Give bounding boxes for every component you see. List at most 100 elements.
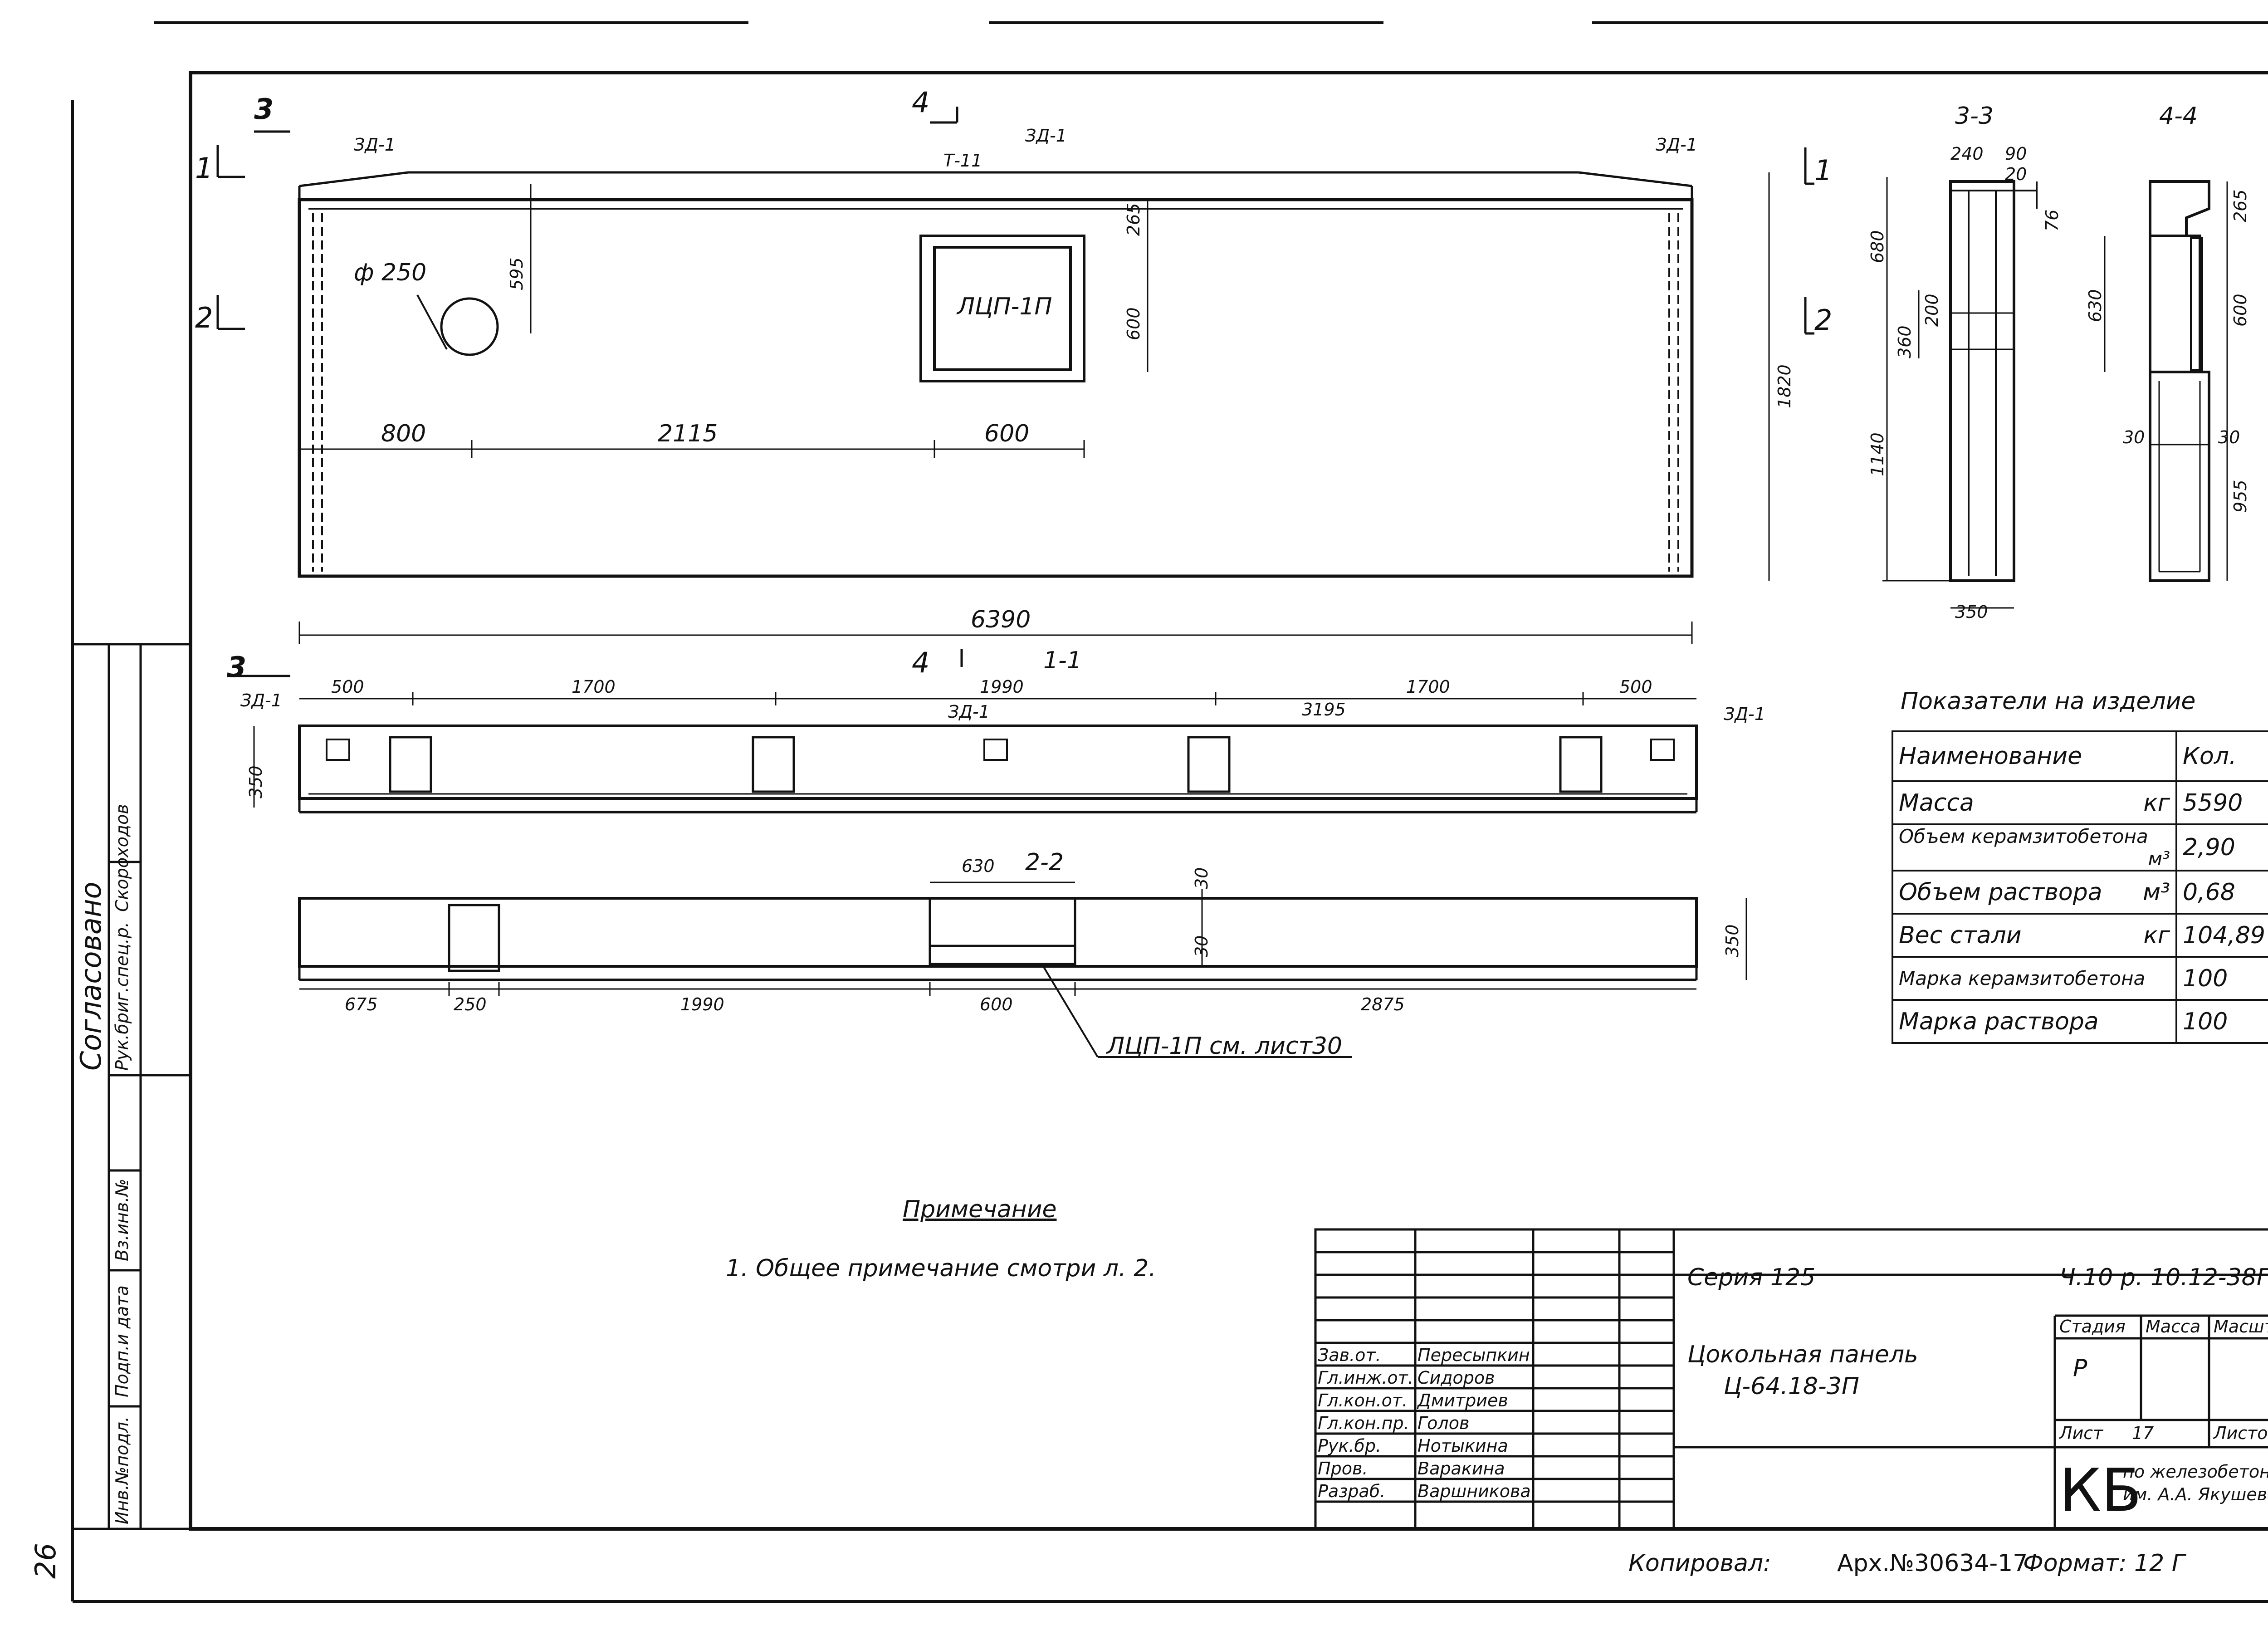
tag-zd1-right: ЗД-1 xyxy=(1656,135,1697,155)
copied-label: Копировал: xyxy=(1628,1550,1771,1577)
signer-role: Рук.бр. xyxy=(1318,1436,1382,1456)
section-2-2-dim-30-bottom: 30 xyxy=(1192,935,1212,957)
signer-name: Варшникова xyxy=(1418,1481,1531,1501)
section-mark-3: 3 xyxy=(254,93,274,126)
section-2-2-dim-250: 250 xyxy=(454,994,487,1014)
stage-value: Р xyxy=(2073,1355,2087,1382)
col-qty-header: Кол. xyxy=(2175,730,2268,782)
section-1-1-dim-1990: 1990 xyxy=(980,677,1024,697)
hole-diameter-label: ф 250 xyxy=(354,259,427,286)
approval-role: Рук.бриг.спец.р. xyxy=(112,922,132,1071)
signer-name: Пересыпкин xyxy=(1418,1345,1530,1365)
signer-name: Сидоров xyxy=(1418,1368,1495,1388)
section-1-1-dim-3195: 3195 xyxy=(1302,700,1346,720)
dim-265: 265 xyxy=(1124,203,1144,236)
sheets-label: Листов xyxy=(2214,1423,2268,1443)
signer-role: Пров. xyxy=(1318,1459,1368,1479)
table-row: Марка керамзитобетона 100 xyxy=(1891,956,2268,1001)
dim-1820: 1820 xyxy=(1774,364,1794,408)
opening-label: ЛЦП-1П xyxy=(957,293,1052,320)
stamp-exchange-inv: Вз.инв.№ xyxy=(112,1179,132,1261)
section-2-2-dim-1990: 1990 xyxy=(680,994,724,1014)
tag-zd1-mid: ЗД-1 xyxy=(1025,126,1067,146)
section-4-4-dim-955: 955 xyxy=(2230,480,2250,513)
signer-role: Гл.инж.от. xyxy=(1318,1368,1413,1388)
stage-header: Стадия xyxy=(2059,1317,2126,1337)
section-4-4-dim-30-right: 30 xyxy=(2218,427,2240,447)
product-name: Цокольная панель xyxy=(1687,1341,1918,1368)
signer-name: Нотыкина xyxy=(1418,1436,1508,1456)
row-value: 5590 xyxy=(2175,780,2268,825)
signer-role: Разраб. xyxy=(1318,1481,1386,1501)
section-2-2-dim-675: 675 xyxy=(345,994,378,1014)
section-mark-2-right: 2 xyxy=(1814,304,1833,337)
table-header-row: Наименование Кол. xyxy=(1891,730,2268,782)
section-mark-2-left: 2 xyxy=(195,301,213,334)
dim-595: 595 xyxy=(507,257,527,290)
stamp-inv-number: Инв.№подл. xyxy=(112,1416,132,1524)
section-4-4-dim-265: 265 xyxy=(2230,189,2250,222)
section-2-2-callout: ЛЦП-1П см. лист30 xyxy=(1107,1033,1343,1060)
tag-zd1-left: ЗД-1 xyxy=(354,135,396,155)
dim-6390: 6390 xyxy=(971,606,1031,633)
approval-name: Скороходов xyxy=(112,804,132,912)
product-mark: Ц-64.18-3П xyxy=(1724,1373,1859,1400)
org-logo: КБ xyxy=(2059,1456,2142,1525)
tag-t11: Т-11 xyxy=(943,151,982,171)
section-4-4-title: 4-4 xyxy=(2159,103,2198,130)
scale-header: Масшт. xyxy=(2214,1317,2268,1337)
section-2-2-dim-600: 600 xyxy=(980,994,1013,1014)
dim-600-vertical: 600 xyxy=(1124,307,1144,340)
section-2-2-dim-630: 630 xyxy=(962,856,995,876)
sheet-label: Лист xyxy=(2059,1423,2103,1443)
row-value: 104,89 xyxy=(2175,913,2268,958)
section-mark-3-plan: 3 xyxy=(227,651,247,684)
row-name: Марка раствора xyxy=(1891,999,2178,1044)
section-3-3-dim-20: 20 xyxy=(2005,164,2027,184)
note-title: Примечание xyxy=(903,1196,1057,1223)
signer-role: Гл.кон.пр. xyxy=(1318,1413,1409,1433)
section-3-3-dim-360: 360 xyxy=(1895,325,1915,358)
dim-800: 800 xyxy=(381,420,426,447)
section-1-1-tag-left: ЗД-1 xyxy=(240,690,282,710)
series-label: Серия 125 xyxy=(1687,1264,1816,1291)
section-2-2-dim-350: 350 xyxy=(1722,924,1742,957)
section-1-1-tag-mid: ЗД-1 xyxy=(948,702,990,722)
dim-600-horizontal: 600 xyxy=(984,420,1030,447)
section-mark-1-left: 1 xyxy=(195,152,213,185)
table-row: Марка раствора 100 xyxy=(1891,999,2268,1044)
document-code: Ч.10 р. 10.12-38П xyxy=(2059,1264,2268,1291)
mass-header: Масса xyxy=(2146,1317,2201,1337)
row-value: 100 xyxy=(2175,956,2268,1001)
section-4-4-dim-600: 600 xyxy=(2230,294,2250,327)
section-4-4-dim-630: 630 xyxy=(2085,289,2105,322)
section-3-3-dim-240: 240 xyxy=(1950,144,1984,164)
section-1-1-dim-350: 350 xyxy=(246,765,266,798)
section-1-1-tag-right: ЗД-1 xyxy=(1724,704,1765,724)
org-line-1: по железобетону xyxy=(2123,1462,2268,1482)
row-value: 100 xyxy=(2175,999,2268,1044)
approval-title: Согласовано xyxy=(74,881,108,1071)
format-label: Формат: 12 Г xyxy=(2023,1550,2185,1577)
section-mark-4-plan: 4 xyxy=(912,646,930,679)
section-3-3-dim-1140: 1140 xyxy=(1867,432,1887,476)
section-3-3-title: 3-3 xyxy=(1955,103,1994,130)
margin-mark: 26 xyxy=(29,1543,62,1579)
section-mark-1-right: 1 xyxy=(1814,154,1833,187)
org-line-2: им. А.А. Якушева xyxy=(2123,1484,2268,1504)
signer-name: Варакина xyxy=(1418,1459,1505,1479)
archive-number: Арх.№30634-17 xyxy=(1837,1550,2028,1577)
signer-name: Голов xyxy=(1418,1413,1470,1433)
section-1-1-dim-500-right: 500 xyxy=(1619,677,1652,697)
section-3-3-dim-350: 350 xyxy=(1955,602,1988,622)
section-3-3-dim-680: 680 xyxy=(1867,230,1887,263)
row-name: Марка керамзитобетона xyxy=(1891,956,2178,1001)
section-1-1-dim-1700-left: 1700 xyxy=(572,677,616,697)
